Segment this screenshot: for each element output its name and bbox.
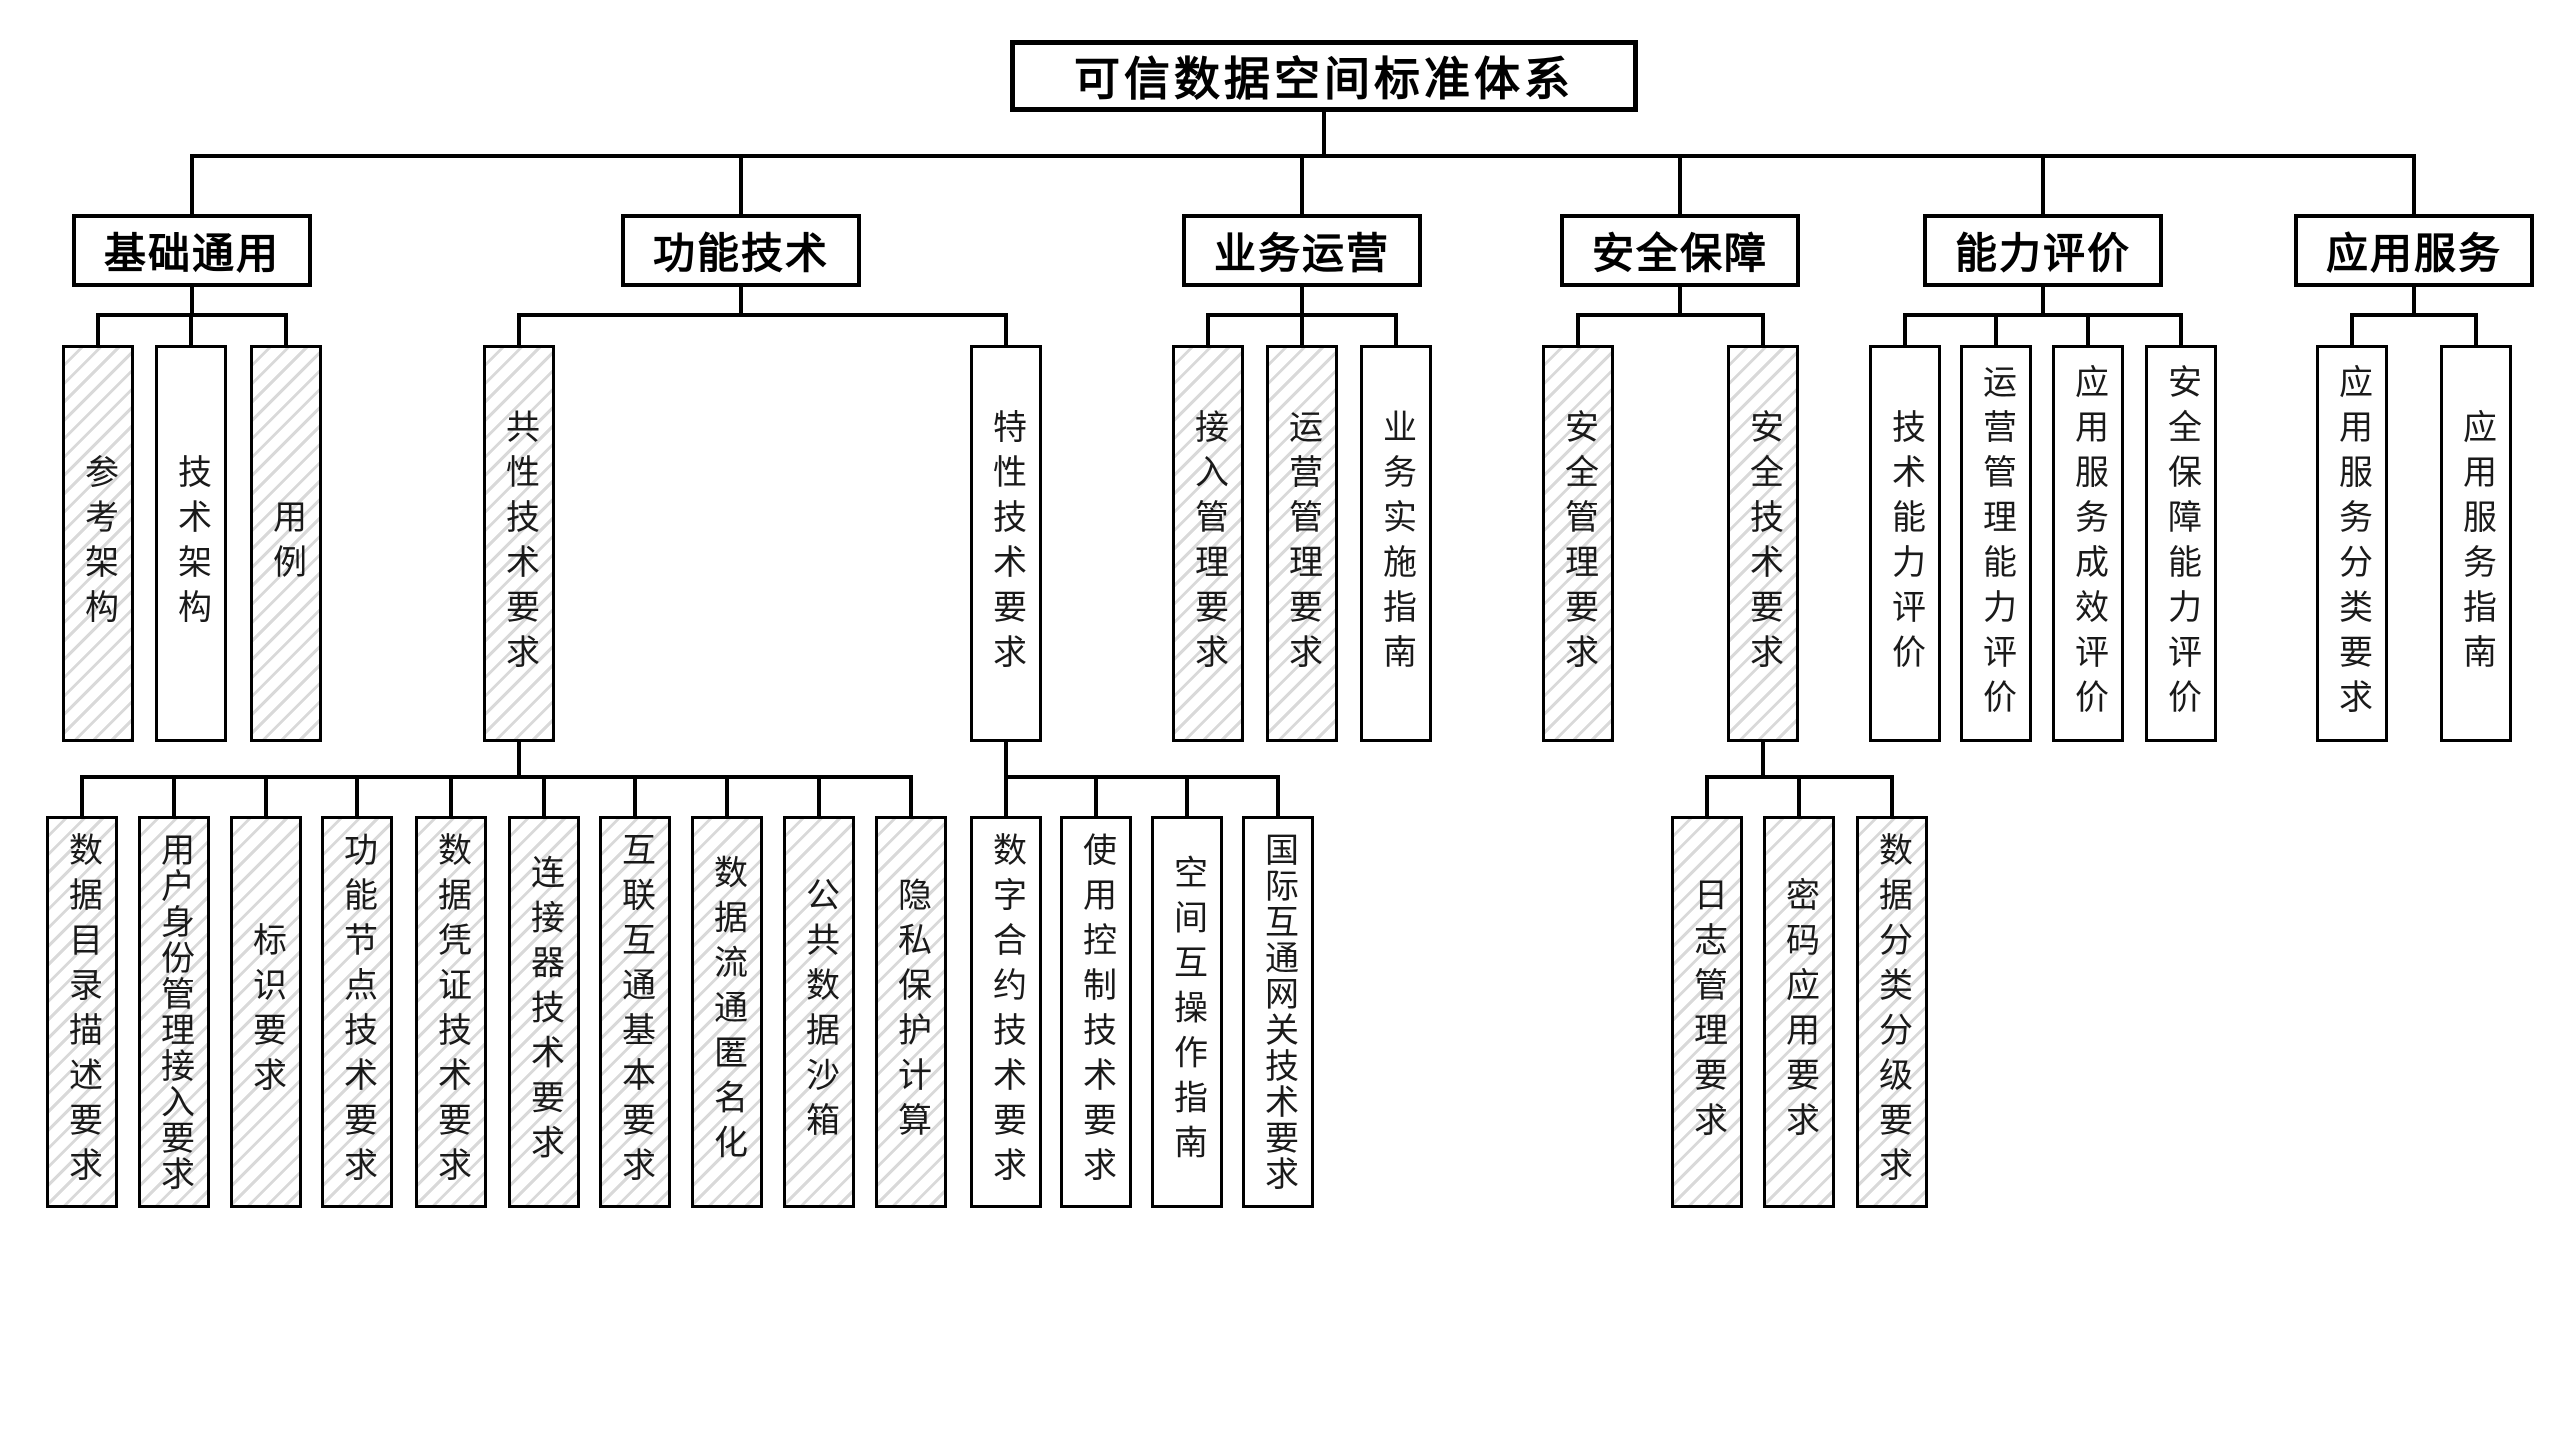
node-reference-architecture-label: 参考架构 (79, 453, 117, 634)
node-operation-management-capability-evaluation-label: 运营管理能力评价 (1977, 363, 2015, 724)
node-public-data-sandbox-label: 公共数据沙箱 (800, 877, 838, 1147)
node-security-management-requirements: 安全管理要求 (1542, 345, 1614, 742)
node-international-gateway-technical-requirements-label: 国际互通网关技术要求 (1259, 832, 1297, 1192)
node-usage-control-technical-requirements-label: 使用控制技术要求 (1077, 832, 1115, 1192)
node-access-management-requirements: 接入管理要求 (1172, 345, 1244, 742)
node-use-cases-label: 用例 (267, 498, 305, 589)
node-international-gateway-technical-requirements: 国际互通网关技术要求 (1242, 816, 1314, 1208)
root-title: 可信数据空间标准体系 (1010, 40, 1638, 112)
node-space-interoperability-guide: 空间互操作指南 (1151, 816, 1223, 1208)
node-connector-technical-requirements: 连接器技术要求 (508, 816, 580, 1208)
node-operation-management-requirements-label: 运营管理要求 (1283, 408, 1321, 679)
node-operation-management-capability-evaluation: 运营管理能力评价 (1960, 345, 2032, 742)
root-title-label: 可信数据空间标准体系 (1074, 53, 1574, 105)
node-log-management-requirements: 日志管理要求 (1671, 816, 1743, 1208)
node-user-identity-management-access-requirements-label: 用户身份管理接入要求 (155, 832, 193, 1192)
node-business-implementation-guide: 业务实施指南 (1360, 345, 1432, 742)
node-functional-node-technical-requirements: 功能节点技术要求 (321, 816, 393, 1208)
node-data-credential-technical-requirements-label: 数据凭证技术要求 (432, 832, 470, 1192)
node-business-implementation-guide-label: 业务实施指南 (1377, 408, 1415, 679)
branch-header-application-service: 应用服务 (2294, 214, 2534, 287)
node-application-service-effect-evaluation-label: 应用服务成效评价 (2069, 363, 2107, 724)
node-data-credential-technical-requirements: 数据凭证技术要求 (415, 816, 487, 1208)
branch-header-capability-evaluation-label: 能力评价 (1954, 230, 2131, 277)
node-specific-tech-requirements-label: 特性技术要求 (987, 408, 1025, 679)
branch-header-foundation-general-label: 基础通用 (103, 230, 280, 277)
branch-header-business-operation: 业务运营 (1182, 214, 1422, 287)
node-data-classification-grading-requirements-label: 数据分类分级要求 (1873, 832, 1911, 1192)
branch-header-capability-evaluation: 能力评价 (1923, 214, 2163, 287)
node-identifier-requirements: 标识要求 (230, 816, 302, 1208)
node-use-cases: 用例 (250, 345, 322, 742)
node-data-catalog-description-requirements: 数据目录描述要求 (46, 816, 118, 1208)
node-digital-contract-technical-requirements-label: 数字合约技术要求 (987, 832, 1025, 1192)
node-interconnection-basic-requirements: 互联互通基本要求 (599, 816, 671, 1208)
node-technical-architecture-label: 技术架构 (172, 453, 210, 634)
branch-header-security-assurance: 安全保障 (1560, 214, 1800, 287)
node-access-management-requirements-label: 接入管理要求 (1189, 408, 1227, 679)
node-digital-contract-technical-requirements: 数字合约技术要求 (970, 816, 1042, 1208)
node-security-assurance-capability-evaluation-label: 安全保障能力评价 (2162, 363, 2200, 724)
node-interconnection-basic-requirements-label: 互联互通基本要求 (616, 832, 654, 1192)
node-specific-tech-requirements: 特性技术要求 (970, 345, 1042, 742)
branch-header-business-operation-label: 业务运营 (1213, 230, 1390, 277)
node-privacy-preserving-computation-label: 隐私保护计算 (892, 877, 930, 1147)
node-application-service-guide: 应用服务指南 (2440, 345, 2512, 742)
node-identifier-requirements-label: 标识要求 (247, 922, 285, 1102)
node-data-classification-grading-requirements: 数据分类分级要求 (1856, 816, 1928, 1208)
node-privacy-preserving-computation: 隐私保护计算 (875, 816, 947, 1208)
node-technical-architecture: 技术架构 (155, 345, 227, 742)
node-technical-capability-evaluation: 技术能力评价 (1869, 345, 1941, 742)
node-space-interoperability-guide-label: 空间互操作指南 (1168, 854, 1206, 1170)
node-application-service-effect-evaluation: 应用服务成效评价 (2052, 345, 2124, 742)
node-public-data-sandbox: 公共数据沙箱 (783, 816, 855, 1208)
branch-header-functional-technology: 功能技术 (621, 214, 861, 287)
node-application-service-guide-label: 应用服务指南 (2457, 408, 2495, 679)
node-data-circulation-anonymization: 数据流通匿名化 (691, 816, 763, 1208)
node-security-technical-requirements-label: 安全技术要求 (1744, 408, 1782, 679)
node-security-technical-requirements: 安全技术要求 (1727, 345, 1799, 742)
node-reference-architecture: 参考架构 (62, 345, 134, 742)
node-application-service-classification-requirements: 应用服务分类要求 (2316, 345, 2388, 742)
branch-header-application-service-label: 应用服务 (2325, 230, 2502, 277)
node-common-tech-requirements-label: 共性技术要求 (500, 408, 538, 679)
branch-header-foundation-general: 基础通用 (72, 214, 312, 287)
branch-header-functional-technology-label: 功能技术 (652, 230, 829, 277)
node-security-assurance-capability-evaluation: 安全保障能力评价 (2145, 345, 2217, 742)
node-log-management-requirements-label: 日志管理要求 (1688, 877, 1726, 1147)
node-cryptography-application-requirements-label: 密码应用要求 (1780, 877, 1818, 1147)
node-application-service-classification-requirements-label: 应用服务分类要求 (2333, 363, 2371, 724)
node-common-tech-requirements: 共性技术要求 (483, 345, 555, 742)
node-user-identity-management-access-requirements: 用户身份管理接入要求 (138, 816, 210, 1208)
node-data-circulation-anonymization-label: 数据流通匿名化 (708, 854, 746, 1170)
node-connector-technical-requirements-label: 连接器技术要求 (525, 854, 563, 1170)
node-functional-node-technical-requirements-label: 功能节点技术要求 (338, 832, 376, 1192)
node-cryptography-application-requirements: 密码应用要求 (1763, 816, 1835, 1208)
node-technical-capability-evaluation-label: 技术能力评价 (1886, 408, 1924, 679)
node-data-catalog-description-requirements-label: 数据目录描述要求 (63, 832, 101, 1192)
node-security-management-requirements-label: 安全管理要求 (1559, 408, 1597, 679)
branch-header-security-assurance-label: 安全保障 (1591, 230, 1768, 277)
node-operation-management-requirements: 运营管理要求 (1266, 345, 1338, 742)
node-usage-control-technical-requirements: 使用控制技术要求 (1060, 816, 1132, 1208)
